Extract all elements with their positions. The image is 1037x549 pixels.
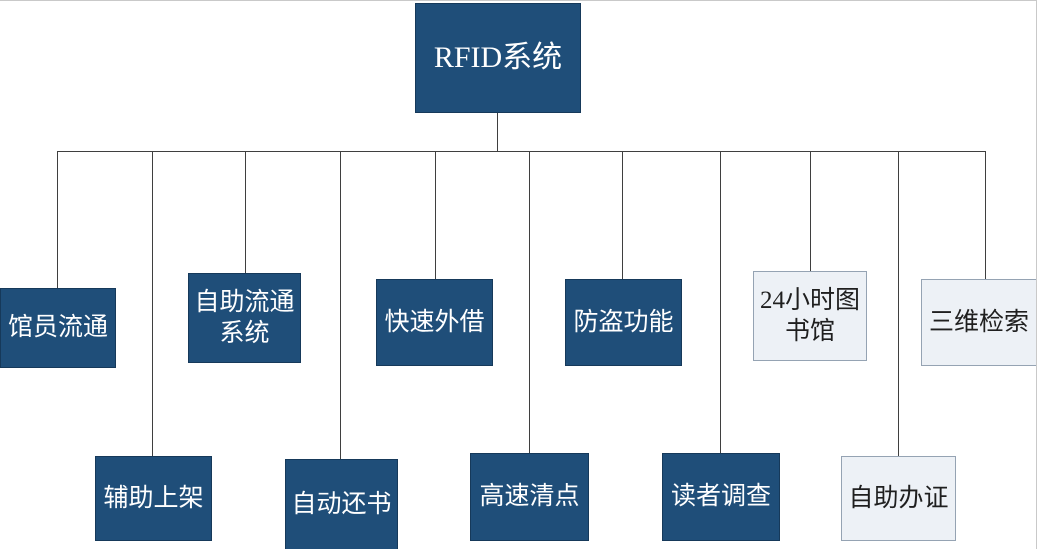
node-self-circulation-system: 自助流通系统 bbox=[188, 273, 301, 363]
connector-horizontal-bus bbox=[57, 151, 985, 152]
node-staff-circulation: 馆员流通 bbox=[0, 288, 116, 368]
node-shelving-assist: 辅助上架 bbox=[95, 456, 212, 541]
node-reader-survey: 读者调查 bbox=[662, 453, 780, 541]
connector-root-stem bbox=[497, 113, 498, 151]
node-anti-theft: 防盗功能 bbox=[565, 279, 682, 366]
node-24h-library: 24小时图书馆 bbox=[753, 271, 867, 361]
node-rfid-system: RFID系统 bbox=[415, 3, 581, 113]
connector-drop-4 bbox=[340, 151, 341, 459]
node-self-card-issuing: 自助办证 bbox=[841, 456, 956, 541]
connector-drop-7 bbox=[622, 151, 623, 279]
node-auto-return: 自动还书 bbox=[285, 459, 398, 549]
node-fast-checkout: 快速外借 bbox=[376, 279, 493, 366]
connector-drop-5 bbox=[435, 151, 436, 279]
connector-drop-2 bbox=[152, 151, 153, 456]
node-high-speed-inventory: 高速清点 bbox=[470, 453, 589, 541]
node-3d-retrieval: 三维检索 bbox=[921, 279, 1036, 366]
connector-drop-9 bbox=[810, 151, 811, 271]
connector-drop-8 bbox=[720, 151, 721, 453]
connector-drop-1 bbox=[57, 151, 58, 288]
connector-drop-6 bbox=[529, 151, 530, 453]
connector-drop-3 bbox=[245, 151, 246, 273]
connector-drop-10 bbox=[898, 151, 899, 456]
connector-drop-11 bbox=[985, 151, 986, 279]
